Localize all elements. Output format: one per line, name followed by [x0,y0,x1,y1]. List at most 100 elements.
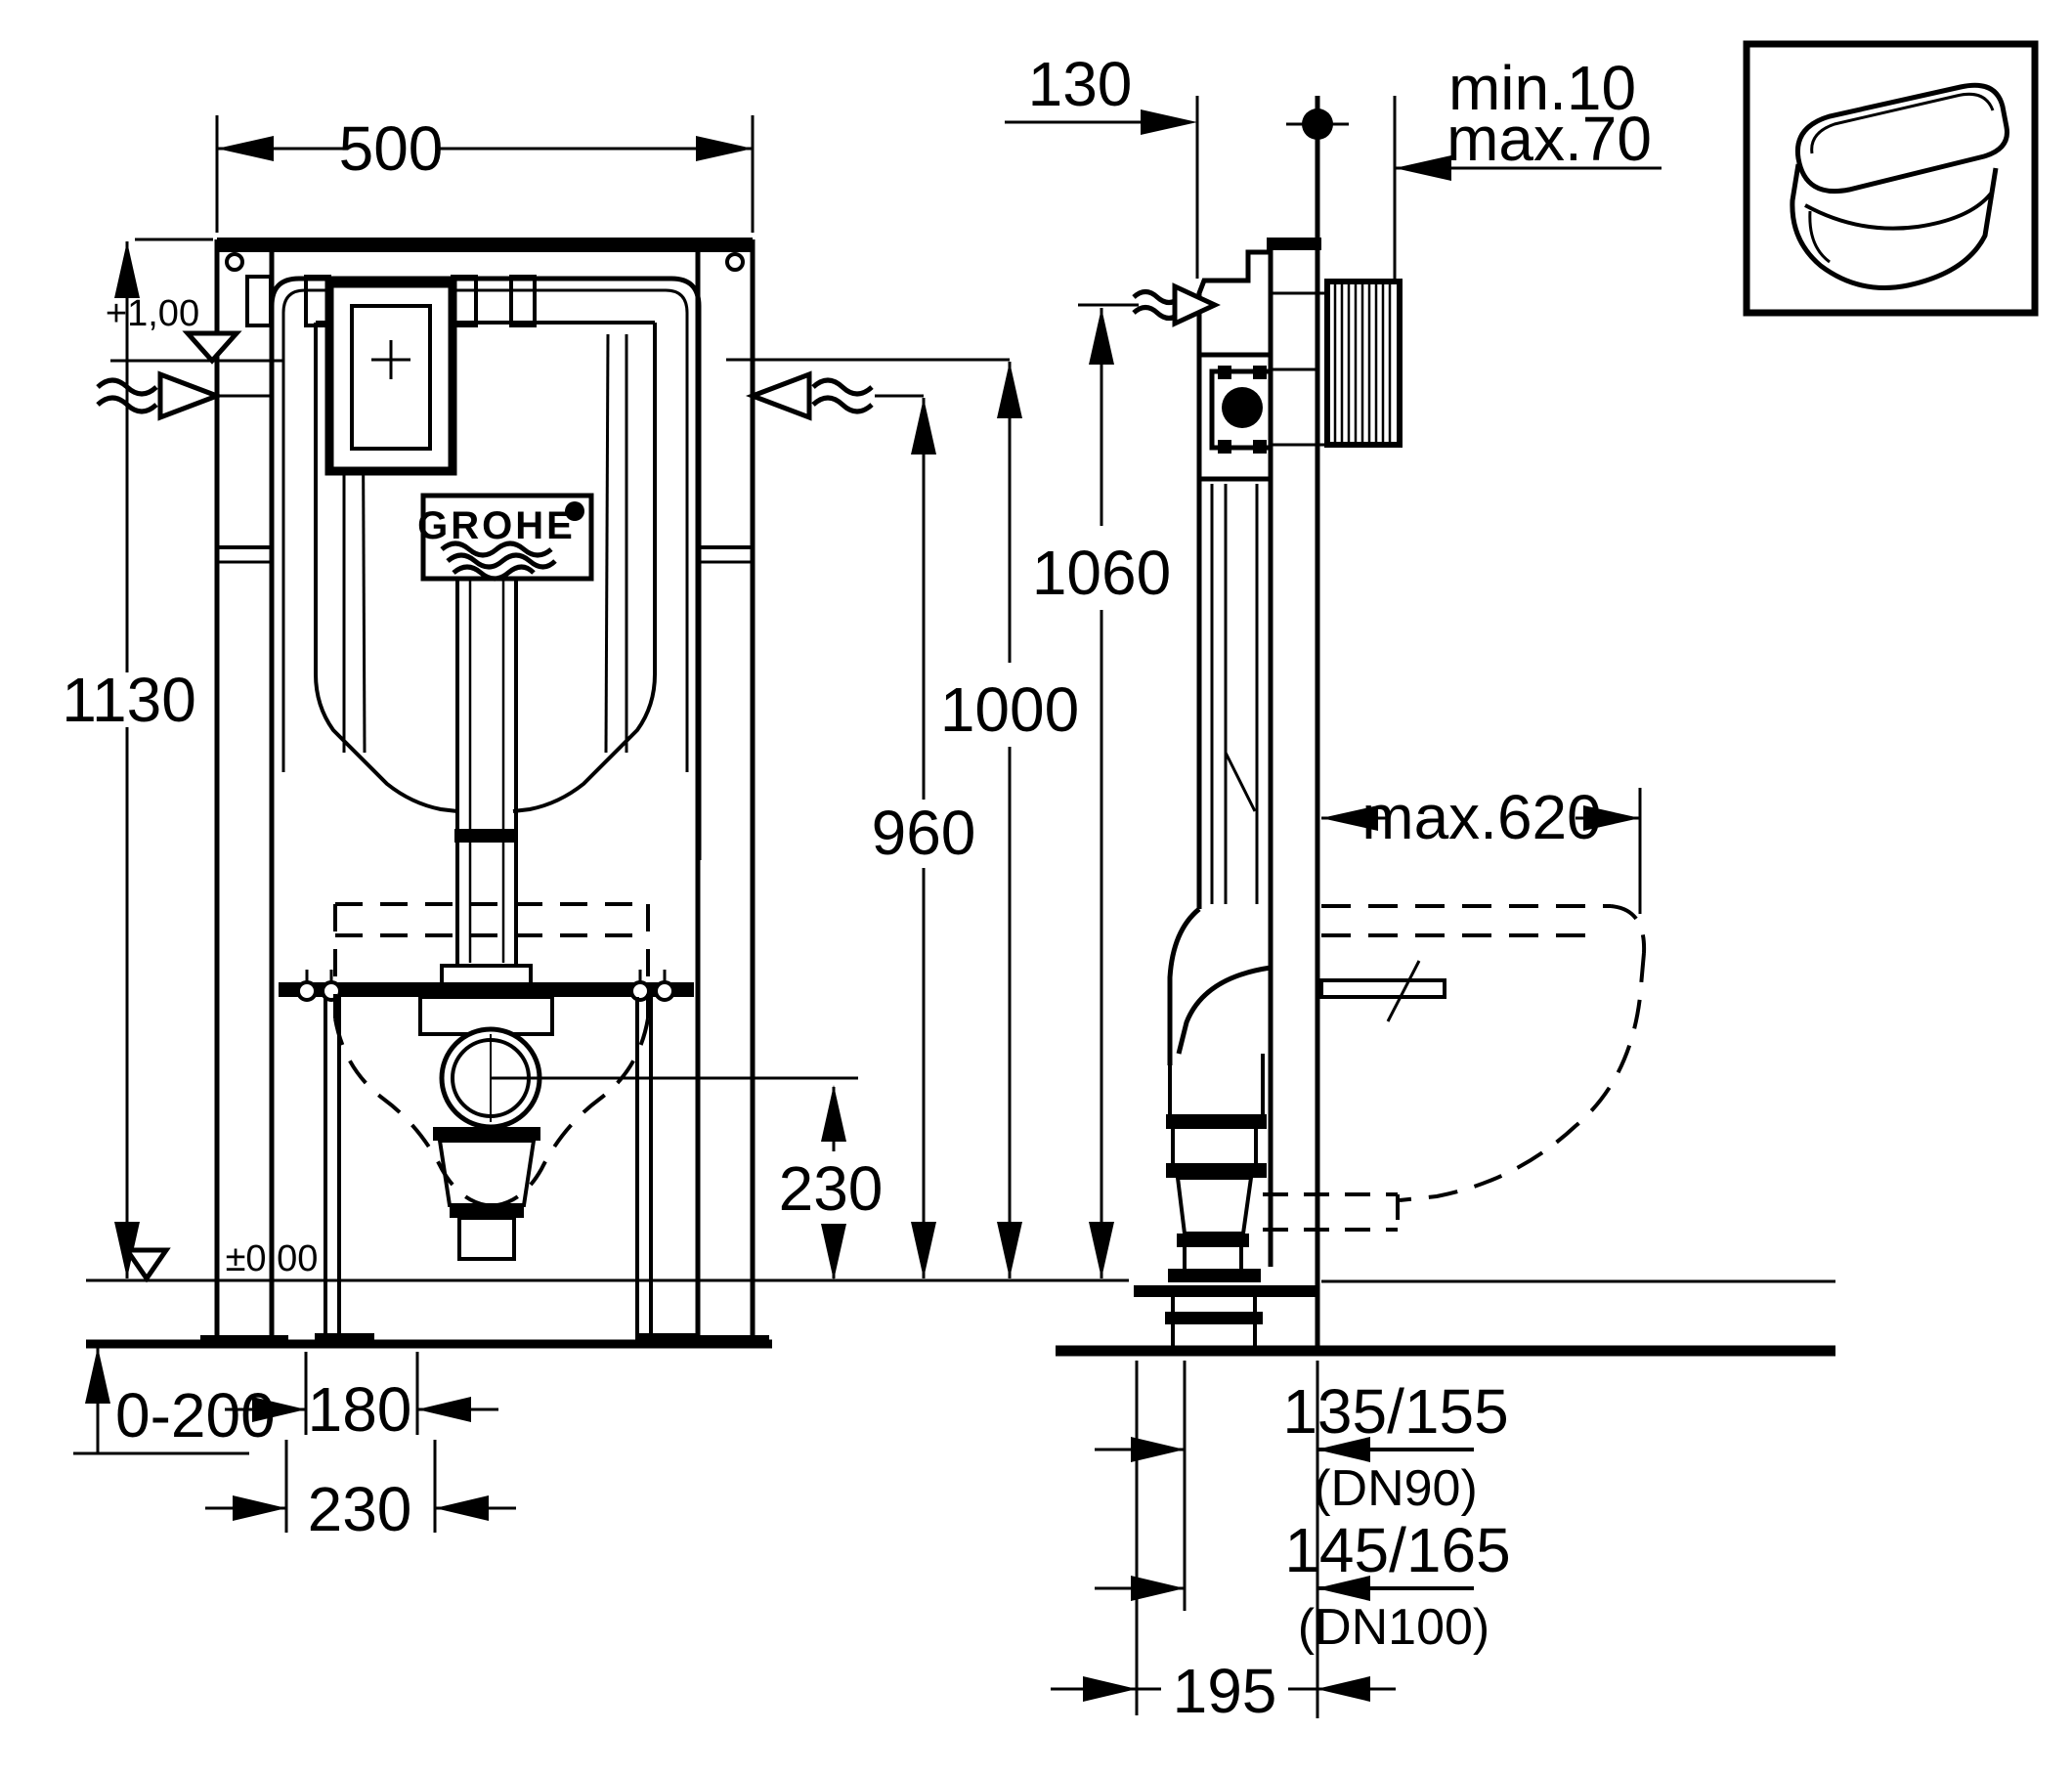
dim-230-bottom-label: 230 [308,1474,412,1544]
drawing-line [233,1495,286,1521]
drawing-line [1267,238,1321,250]
height-dimensions: 960 1000 1060 [872,308,1171,1278]
drawing-line [1176,965,1272,1055]
drawing-line [96,395,158,414]
drawing-line [1583,805,1640,831]
fixing-bolt [296,980,318,1002]
drawing-line [1218,440,1231,454]
dim-dn100-value: 145/165 [1284,1515,1510,1585]
drawing-line [1165,1312,1263,1324]
drawing-line [509,275,537,327]
outlet-stack-front [433,1127,540,1261]
drawing-line [1222,387,1263,428]
drawing-line [1395,155,1451,181]
dim-0-200-label: 0-200 [115,1380,276,1450]
actuation-window [324,279,457,476]
dim-960: 960 [872,398,975,1278]
drawing-line [1610,904,1647,954]
dim-dn90-value: 135/155 [1282,1376,1508,1447]
drawing-line [911,398,936,455]
drawing-line [1399,952,1646,1202]
corner-bolt-right [725,252,745,272]
level-mark-plus100: +1,00 [106,293,283,365]
drawing-line [1175,1176,1254,1235]
drawing-line [1089,1222,1114,1278]
drawing-line [182,330,242,365]
arrow-right [696,136,753,161]
side-foot-plate [1134,1285,1317,1297]
drawing-line [1168,1269,1261,1282]
drawing-line [157,370,225,421]
drawing-line [1319,978,1446,999]
drawing-line [1218,366,1231,379]
dim-1060: 1060 [1032,308,1171,1278]
dim-1060-label: 1060 [1032,538,1171,608]
dim-1130-label: 1130 [62,665,196,735]
level-mark-zero: ±0,00 [122,1238,319,1283]
flush-pipe [440,579,533,991]
drawing-line [1167,907,1201,1065]
dim-max620-label: max.620 [1361,782,1601,852]
dim-dn90: 135/155 (DN90) [1095,1376,1509,1517]
dim-1000-label: 1000 [940,674,1079,745]
dim-500-label: 500 [339,113,444,184]
drawing-line [1804,192,1993,231]
dim-dn100: 145/165 (DN100) [1095,1515,1511,1656]
drawing-line [450,1205,524,1218]
drawing-line [821,1085,846,1142]
fixing-rod [1319,960,1446,1022]
toilet-inset [1743,40,2039,317]
logo-dot [565,501,584,521]
bowl-outline-side [1321,904,1647,1202]
drawing-line [1810,92,1995,154]
frame-top-rail [217,238,753,252]
drawing-line [1253,366,1267,379]
drawing-line [604,333,610,754]
grohe-logo: GROHE [417,493,594,582]
drawing-line [1333,284,1392,442]
water-supply-arrow-left [96,370,274,421]
drawing-line [997,1222,1022,1278]
drawing-line [1790,163,1999,290]
drawing-line [1253,440,1267,454]
drawing-line [997,362,1022,418]
dim-min10-label: min.10 [1448,53,1636,123]
drawing-line [1196,249,1271,909]
drawing-line [454,829,518,843]
drawing-line [114,241,140,298]
dim-max70-label: max.70 [1446,104,1652,174]
drawing-line [745,370,812,421]
dim-195-label: 195 [1173,1656,1277,1726]
supply-arrow-side [1078,282,1221,327]
drawing-line [417,1397,471,1422]
dim-bolt-180: 180 [225,1352,498,1445]
drawing-line [252,1397,306,1422]
drawing-line [1166,1163,1267,1178]
dim-dn100-note: (DN100) [1298,1599,1490,1656]
drawing-line [245,275,273,327]
dim-max620: max.620 [1321,782,1642,914]
frame-rails [200,238,769,1347]
outlet-pipe-dashed [1263,1192,1400,1232]
drawing-line [457,1216,516,1261]
dim-180-label: 180 [308,1374,412,1445]
drawing-line [512,323,657,813]
dim-height-1130: 1130 [62,238,213,1278]
fixing-bolt [654,980,675,1002]
drawing-line [281,288,689,772]
drawing-line [85,1347,110,1404]
drawing-line [1321,805,1378,831]
level-zero-label: ±0,00 [226,1238,319,1279]
level-plus-label: +1,00 [106,293,199,334]
logo-wave-2 [446,552,557,570]
drawing-line [1131,1576,1185,1601]
dim-230-drain-label: 230 [779,1153,884,1224]
lower-crossbar [279,970,697,1345]
drawing-line [279,982,694,997]
dim-wall-finish: min.10 max.70 [1393,53,1662,280]
drawing-line [96,377,158,397]
dim-1000: 1000 [940,362,1079,1278]
logo-wave-1 [440,541,553,558]
drawing-line [1089,308,1114,365]
